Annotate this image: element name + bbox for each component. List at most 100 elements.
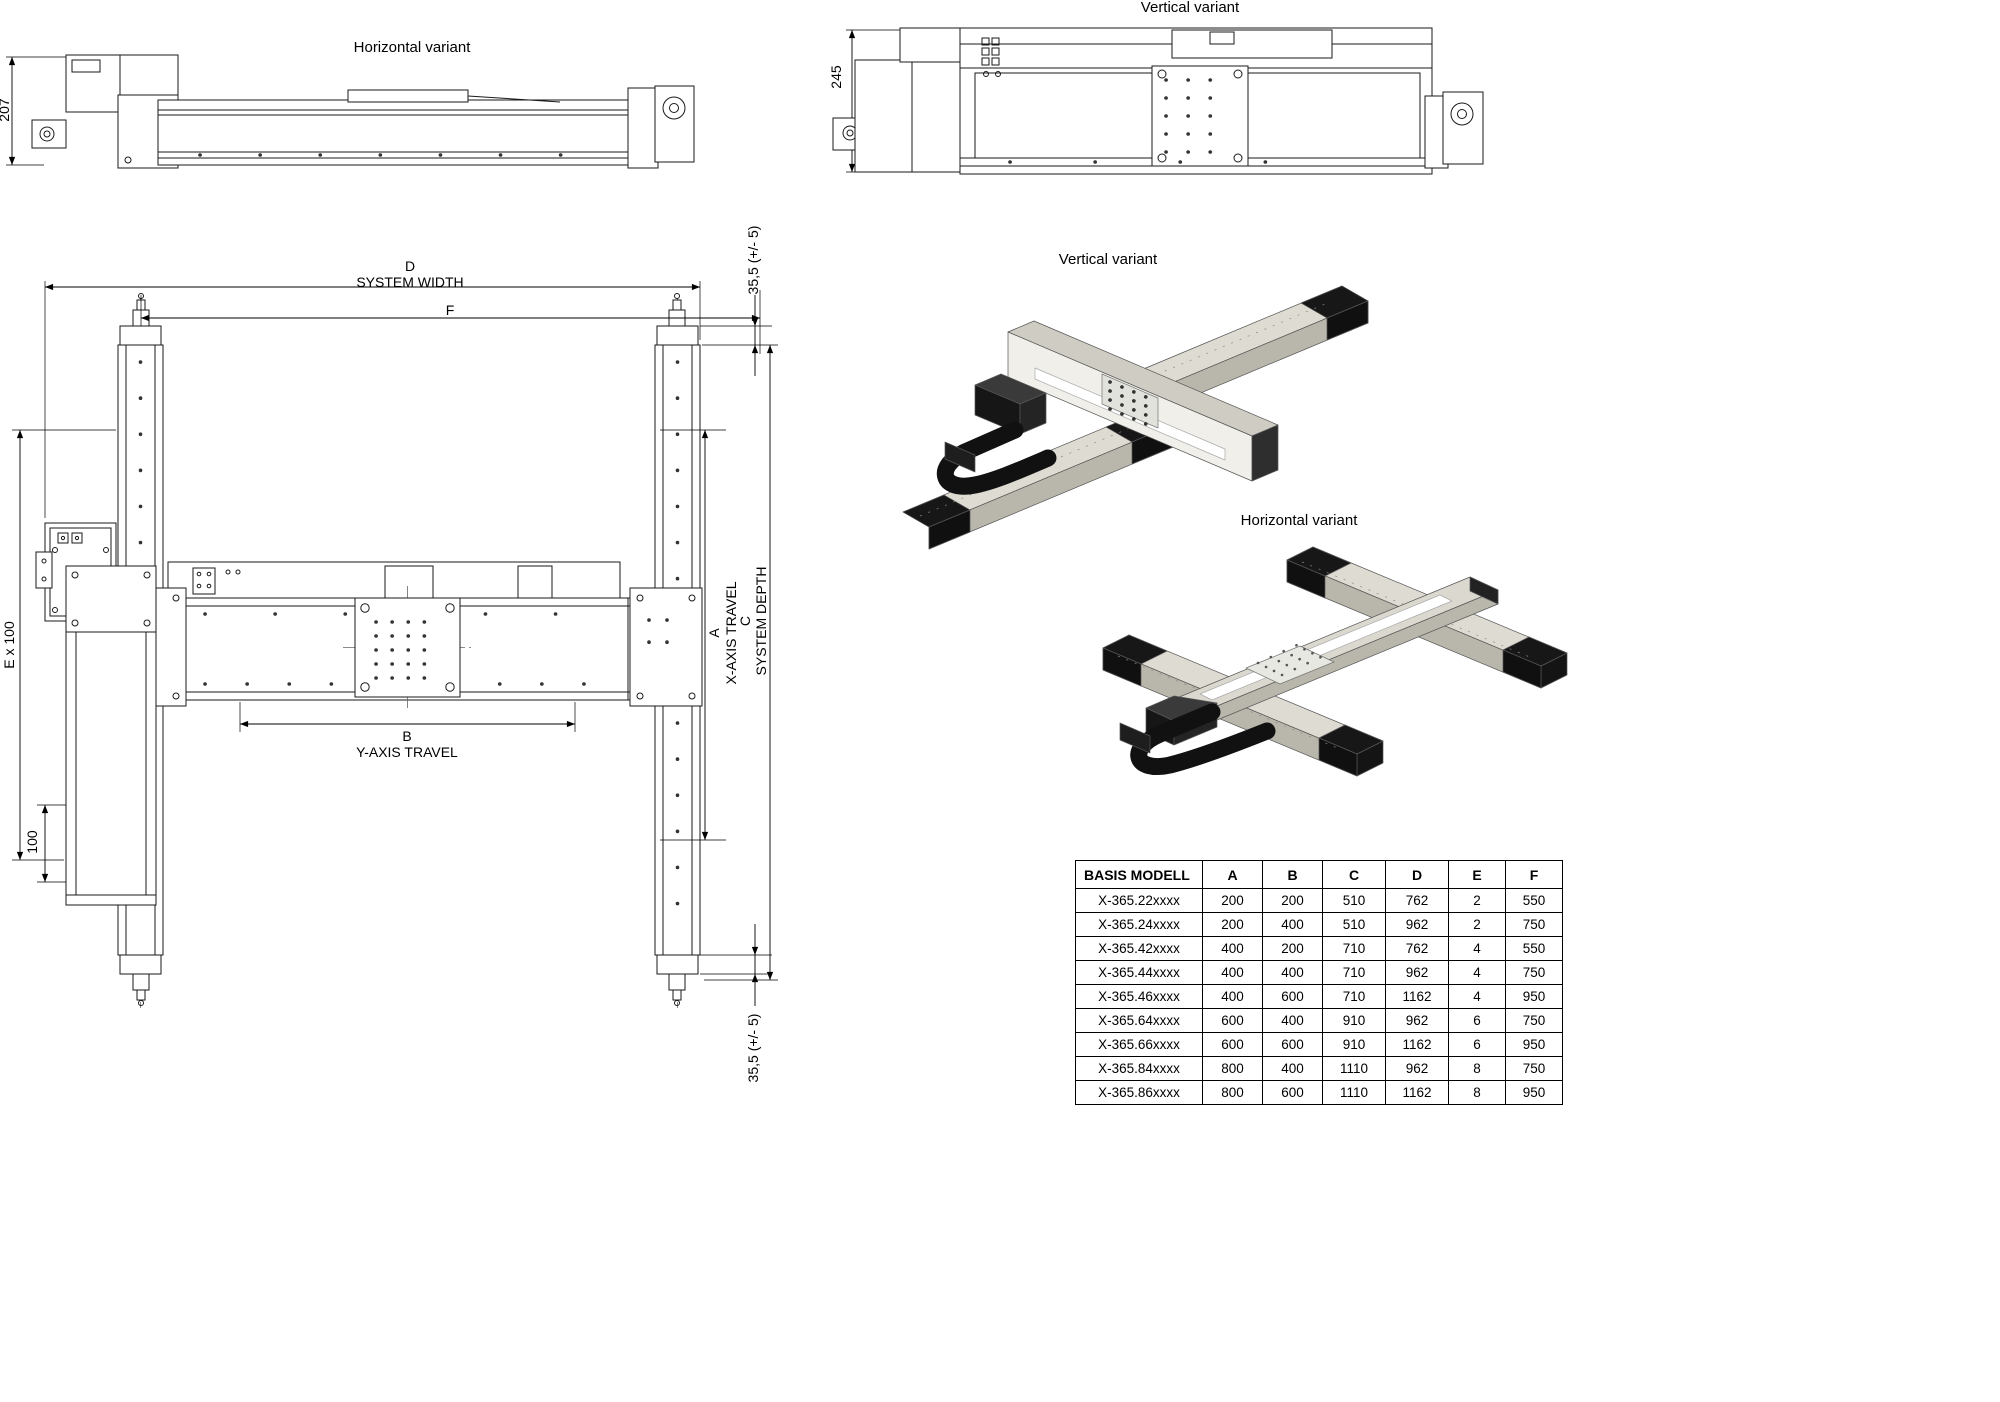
height-dimension-lines [6,56,70,166]
model-name-cell: X-365.24xxxx [1075,912,1203,937]
value-cell: 6 [1448,1008,1506,1033]
iso-vertical-title: Vertical variant [1058,251,1158,268]
iso-horizontal-title: Horizontal variant [1240,512,1358,529]
model-name-cell: X-365.22xxxx [1075,888,1203,913]
value-cell: 4 [1448,984,1506,1009]
value-cell: 950 [1505,1032,1563,1057]
value-cell: 510 [1322,912,1386,937]
value-cell: 710 [1322,960,1386,985]
value-cell: 962 [1385,912,1449,937]
value-cell: 6 [1448,1032,1506,1057]
value-cell: 400 [1262,1008,1323,1033]
dim-d-letter: D [404,258,416,274]
value-cell: 762 [1385,888,1449,913]
value-cell: 400 [1202,984,1263,1009]
iso-connector-box [1119,722,1151,754]
iso-view-horizontal-drawing [1102,546,1568,777]
value-cell: 200 [1202,888,1263,913]
value-cell: 400 [1262,960,1323,985]
model-name-cell: X-365.44xxxx [1075,960,1203,985]
value-cell: 8 [1448,1056,1506,1081]
iso-motor-block [974,373,1047,435]
value-cell: 950 [1505,1080,1563,1105]
value-cell: 600 [1262,984,1323,1009]
value-cell: 750 [1505,912,1563,937]
value-cell: 750 [1505,1056,1563,1081]
value-cell: 950 [1505,984,1563,1009]
side-vertical-title: Vertical variant [1140,0,1240,16]
value-cell: 510 [1322,888,1386,913]
value-cell: 710 [1322,984,1386,1009]
machine-outline [832,27,1484,175]
value-cell: 750 [1505,960,1563,985]
beam-cover [167,561,621,601]
dimension-offset-bottom [700,924,772,1006]
value-cell: 600 [1202,1008,1263,1033]
value-cell: 750 [1505,1008,1563,1033]
iso-view-vertical-drawing [902,285,1369,550]
header-b: B [1262,860,1323,889]
dimension-f [140,290,761,354]
header-c: C [1322,860,1386,889]
value-cell: 710 [1322,936,1386,961]
machine-outline [31,54,695,169]
header-d: D [1385,860,1449,889]
value-cell: 600 [1262,1032,1323,1057]
model-name-cell: X-365.84xxxx [1075,1056,1203,1081]
value-cell: 1110 [1322,1056,1386,1081]
right-rail-carriage [629,587,703,707]
dim-b-letter: B [402,728,412,744]
value-cell: 762 [1385,936,1449,961]
value-cell: 800 [1202,1080,1263,1105]
model-name-cell: X-365.42xxxx [1075,936,1203,961]
model-name-cell: X-365.64xxxx [1075,1008,1203,1033]
model-name-cell: X-365.86xxxx [1075,1080,1203,1105]
value-cell: 550 [1505,936,1563,961]
side-view-horizontal-drawing [6,54,695,169]
value-cell: 200 [1262,888,1323,913]
dimension-offset-top [700,295,778,376]
dimension-c [704,345,778,981]
value-cell: 400 [1202,960,1263,985]
value-cell: 962 [1385,1008,1449,1033]
value-cell: 962 [1385,1056,1449,1081]
drive-and-chain-assembly [35,522,157,906]
value-cell: 4 [1448,960,1506,985]
value-cell: 200 [1262,936,1323,961]
value-cell: 8 [1448,1080,1506,1105]
value-cell: 800 [1202,1056,1263,1081]
dimension-a [660,429,726,841]
dimension-b [239,702,576,732]
iso-connector-box [944,441,976,473]
dim-f-letter: F [445,302,455,318]
value-cell: 1162 [1385,1080,1449,1105]
dim-b-label: Y-AXIS TRAVEL [356,744,458,760]
header-a: A [1202,860,1263,889]
header-basis-modell: BASIS MODELL [1075,860,1203,889]
value-cell: 400 [1262,912,1323,937]
iso-cross-beam [1159,576,1499,733]
value-cell: 910 [1322,1032,1386,1057]
value-cell: 1110 [1322,1080,1386,1105]
value-cell: 4 [1448,936,1506,961]
value-cell: 550 [1505,888,1563,913]
value-cell: 400 [1262,1056,1323,1081]
side-horizontal-title: Horizontal variant [353,39,471,56]
side-view-vertical-drawing [832,27,1484,175]
value-cell: 910 [1322,1008,1386,1033]
model-name-cell: X-365.66xxxx [1075,1032,1203,1057]
value-cell: 1162 [1385,1032,1449,1057]
header-e: E [1448,860,1506,889]
